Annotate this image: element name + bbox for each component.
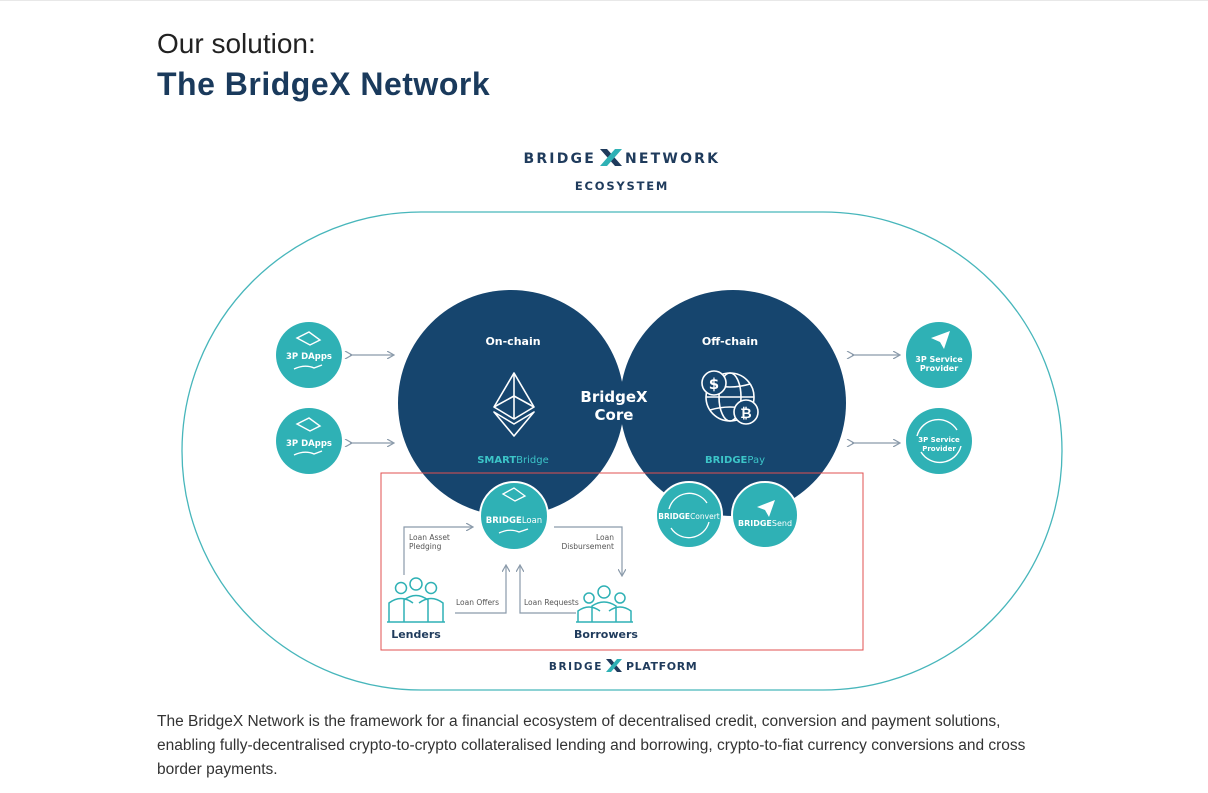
service-provider-1-line2: Provider — [920, 364, 958, 373]
lenders-people-icon — [387, 577, 445, 623]
disbursement-label-line2: Disbursement — [562, 542, 615, 551]
handshake-icon — [293, 417, 323, 456]
requests-arrow — [520, 566, 576, 614]
borrowers-people-icon — [576, 585, 633, 623]
dapps-node-1: 3P DApps — [276, 322, 342, 388]
bridgesend-label: BRIDGESend — [738, 519, 792, 528]
page-title-line2: The BridgeX Network — [157, 66, 491, 102]
currency-globe-icon — [701, 370, 759, 425]
pledging-label-line2: Pledging — [409, 542, 442, 551]
onchain-label: On-chain — [485, 335, 540, 348]
lenders-label: Lenders — [391, 628, 441, 641]
disbursement-label-line1: Loan — [596, 533, 614, 542]
core-label-line2: Core — [595, 406, 634, 424]
platform-bridge-text: BRIDGE — [549, 661, 603, 673]
bridgeconvert-node: BRIDGEConvert — [655, 481, 723, 549]
handshake-icon — [498, 487, 529, 534]
dapps-node-2-label: 3P DApps — [286, 439, 332, 449]
offchain-label: Off-chain — [702, 335, 758, 348]
x-mark-icon — [606, 659, 622, 672]
paper-plane-icon — [931, 331, 950, 349]
borrowers-label: Borrowers — [574, 628, 638, 641]
bridgesend-node: BRIDGESend — [731, 481, 799, 549]
ecosystem-outline — [181, 211, 1063, 691]
x-mark-icon — [600, 149, 622, 166]
bitcoin-symbol-icon: ₿ — [740, 406, 751, 422]
description-paragraph: The BridgeX Network is the framework for… — [157, 713, 1026, 778]
dollar-symbol-icon: $ — [709, 375, 719, 393]
logo-bridge-text: BRIDGE — [523, 151, 596, 167]
refresh-cycle-icon — [916, 418, 962, 464]
ecosystem-label: ECOSYSTEM — [575, 179, 669, 193]
disbursement-arrow — [554, 526, 622, 575]
top-rule — [0, 0, 1208, 1]
pledging-label-line1: Loan Asset — [409, 533, 450, 542]
service-provider-node-1: 3P Service Provider — [906, 322, 972, 388]
ethereum-icon — [493, 372, 535, 437]
logo-network-text: NETWORK — [625, 151, 720, 167]
platform-highlight-box — [380, 472, 864, 651]
requests-label: Loan Requests — [524, 598, 579, 607]
service-provider-2-line2: Provider — [922, 445, 956, 453]
offers-label: Loan Offers — [456, 598, 499, 607]
bridgeconvert-label: BRIDGEConvert — [658, 512, 720, 521]
bridgeloan-label: BRIDGELoan — [486, 516, 542, 526]
bridgepay-label: BRIDGEPay — [705, 455, 765, 466]
service-provider-node-2: 3P Service Provider — [906, 408, 972, 474]
page-title-line1: Our solution: — [157, 28, 316, 59]
offchain-circle — [620, 290, 846, 516]
dapps-node-1-label: 3P DApps — [286, 352, 332, 362]
smartbridge-label: SMARTBridge — [477, 455, 549, 466]
pledging-arrow — [403, 527, 472, 575]
core-label-line1: BridgeX — [580, 388, 648, 406]
dapps-node-2: 3P DApps — [276, 408, 342, 474]
paper-plane-icon — [757, 500, 775, 517]
bridgex-platform-logo: BRIDGE PLATFORM — [549, 659, 697, 673]
handshake-icon — [293, 331, 323, 370]
convert-cycle-icon — [668, 492, 710, 539]
service-provider-1-line1: 3P Service — [915, 355, 963, 364]
offers-arrow — [455, 566, 506, 614]
platform-word-text: PLATFORM — [626, 660, 697, 673]
onchain-circle — [398, 290, 624, 516]
service-provider-2-line1: 3P Service — [918, 436, 960, 444]
bridgeloan-node: BRIDGELoan — [479, 481, 549, 551]
bridgex-network-logo: BRIDGE NETWORK — [523, 149, 720, 167]
